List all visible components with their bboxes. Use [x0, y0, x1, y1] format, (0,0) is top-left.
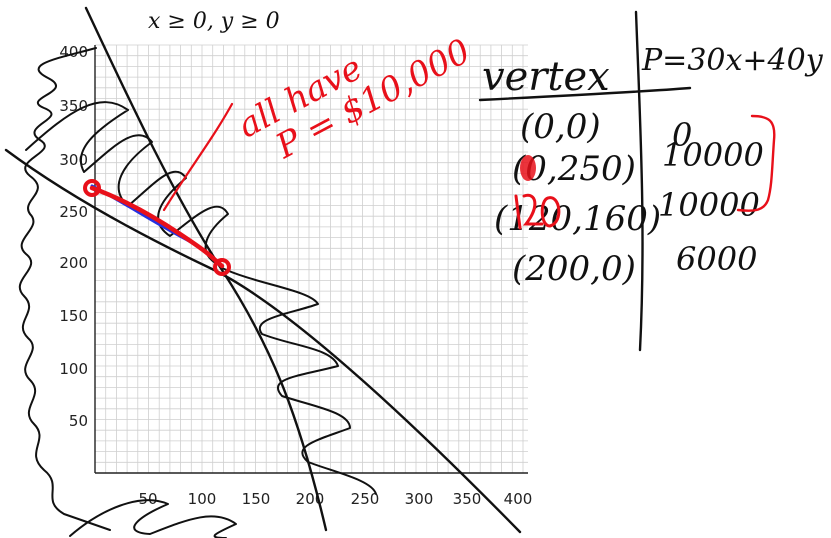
y-tick-label: 300 — [59, 151, 88, 169]
table-row-vertex: (0,0) — [520, 107, 601, 147]
correction-mark-0 — [520, 155, 536, 181]
y-tick-label: 100 — [59, 360, 88, 378]
optimal-edge-highlight — [89, 185, 225, 269]
y-tick-label: 50 — [69, 412, 88, 430]
y-tick-label: 200 — [59, 254, 88, 272]
vertex-profit-table: vertex P=30x+40y (0,0) 0 (0,250) 10000 (… — [478, 10, 824, 352]
x-tick-label: 250 — [351, 490, 380, 508]
shading-scribble-left — [18, 47, 111, 531]
x-tick-label: 350 — [453, 490, 482, 508]
y-tick-label: 250 — [59, 203, 88, 221]
vertex-marker-0-250 — [83, 179, 101, 197]
table-header-vertex: vertex — [482, 54, 610, 100]
constraint-label: x ≥ 0, y ≥ 0 — [148, 9, 280, 34]
table-row-vertex: (120,160) — [494, 199, 661, 239]
table-row-profit: 10000 — [658, 186, 760, 224]
shading-scribble-bottom — [69, 499, 237, 538]
x-tick-label: 50 — [138, 490, 157, 508]
constraint-line-steep — [84, 6, 328, 532]
correction-mark-120 — [514, 193, 561, 230]
x-tick-label: 300 — [405, 490, 434, 508]
x-tick-label: 100 — [188, 490, 217, 508]
annotation-pointer — [162, 102, 234, 212]
shading-scribble-right — [221, 267, 377, 495]
y-tick-labels: 400 350 300 250 200 150 100 50 — [59, 43, 88, 430]
x-tick-label: 400 — [504, 490, 533, 508]
y-tick-label: 350 — [59, 97, 88, 115]
table-row-profit: 10000 — [662, 136, 764, 174]
table-row-profit: 0 — [672, 116, 692, 154]
x-tick-labels: 50 100 150 200 250 300 350 400 — [138, 490, 532, 508]
table-divider-vertical — [634, 10, 644, 352]
table-row-vertex: (200,0) — [512, 249, 636, 289]
table-divider-horizontal — [478, 86, 692, 102]
x-tick-label: 150 — [242, 490, 271, 508]
constraint-line-shallow — [4, 148, 522, 534]
vertex-marker-120-160 — [213, 258, 231, 276]
table-header-profit: P=30x+40y — [641, 43, 824, 78]
y-tick-label: 150 — [59, 307, 88, 325]
equal-profit-bracket — [736, 114, 776, 212]
table-row-profit: 6000 — [676, 240, 757, 278]
